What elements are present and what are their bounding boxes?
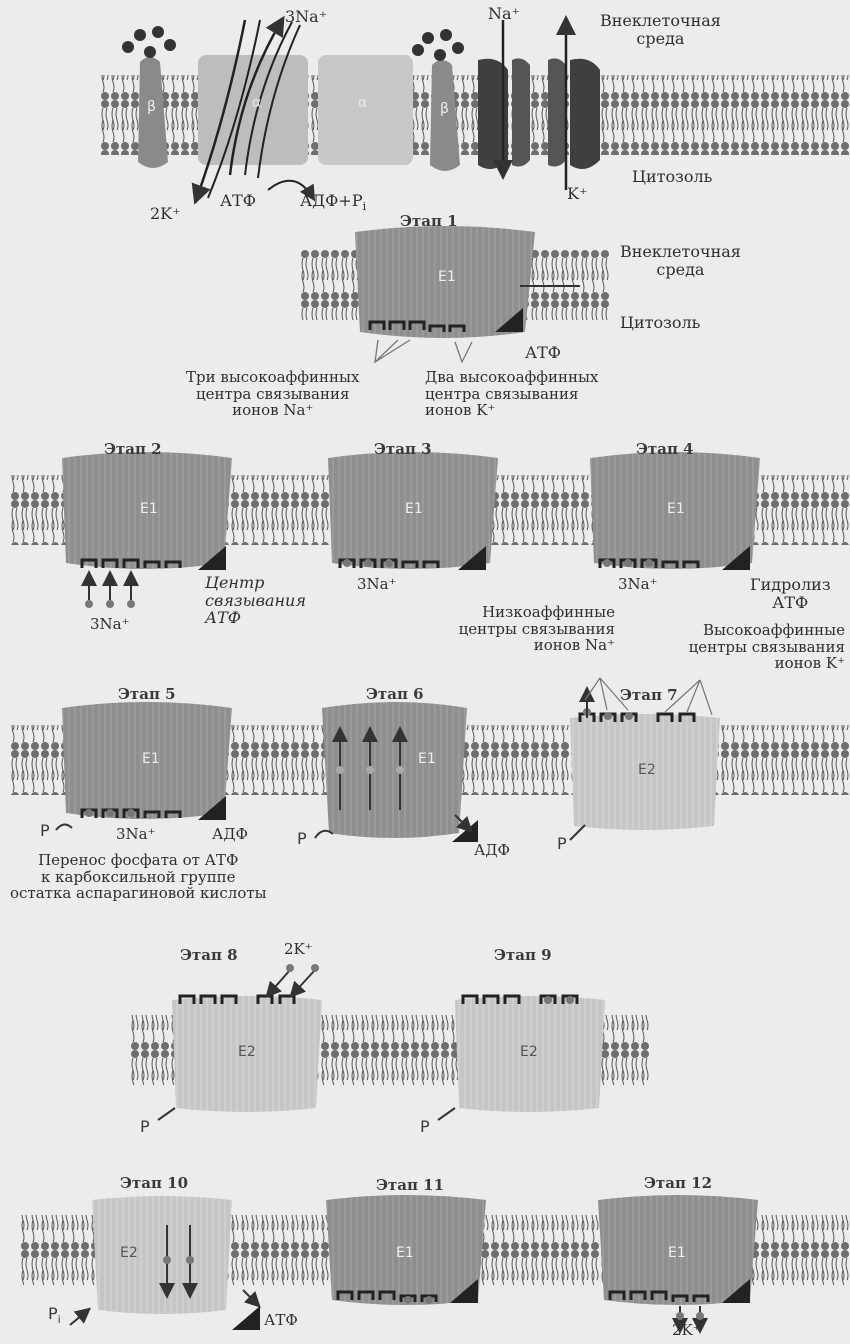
top-na-label: Na⁺	[488, 5, 520, 23]
stage3-title: Этап 3	[374, 441, 432, 458]
stage12-domain: E1	[668, 1246, 686, 1261]
alpha-subunits	[198, 55, 413, 165]
stage6-adp-label: АДФ	[474, 842, 510, 859]
stage1-extracellular-label: Внеклеточная среда	[620, 243, 741, 278]
stage10-domain: E2	[120, 1246, 138, 1261]
stage5-domain: E1	[142, 752, 160, 767]
stage12-title: Этап 12	[644, 1175, 712, 1192]
stage8-phosphate: P	[140, 1118, 150, 1136]
stage12-ions-label: 2K⁺	[672, 1322, 701, 1339]
stage8-pump	[158, 964, 322, 1120]
alpha-label-1: α	[252, 96, 261, 111]
beta-label-1: β	[147, 100, 156, 115]
beta-label-2: β	[440, 102, 449, 117]
stage6-phosphate: P	[297, 830, 307, 848]
stage5-adp-label: АДФ	[212, 826, 248, 843]
stage3-ions-label: 3Na⁺	[357, 576, 397, 593]
top-adp-label: АДФ+Pi	[300, 192, 366, 213]
stage1-domain: E1	[438, 270, 456, 285]
stage10-pi-label: Pi	[48, 1305, 61, 1326]
stage4-ions-label: 3Na⁺	[618, 576, 658, 593]
stage10-atp-label: АТФ	[264, 1312, 298, 1329]
top-cytosol-label: Цитозоль	[632, 168, 712, 186]
stage7-phosphate: P	[557, 835, 567, 853]
stage4-domain: E1	[667, 502, 685, 517]
stage10-title: Этап 10	[120, 1175, 188, 1192]
stage5-title: Этап 5	[118, 686, 176, 703]
stage8-title: Этап 8	[180, 947, 238, 964]
top-atp-label: АТФ	[220, 192, 256, 210]
stage1-title: Этап 1	[400, 213, 458, 230]
stage9-title: Этап 9	[494, 947, 552, 964]
stage1-atp-label: АТФ	[525, 344, 561, 362]
stage2-ions-label: 3Na⁺	[90, 616, 130, 633]
stage5-ions-label: 3Na⁺	[116, 826, 156, 843]
top-k2-label: 2K⁺	[150, 205, 181, 223]
phosphate-transfer-label: Перенос фосфата от АТФ к карбоксильной г…	[10, 852, 267, 902]
stage7-domain: E2	[638, 763, 656, 778]
atp-site-label: Центр связывания АТФ	[205, 574, 306, 627]
stage4-title: Этап 4	[636, 441, 694, 458]
top-extracellular-label: Внеклеточная среда	[600, 12, 721, 47]
stage3-domain: E1	[405, 502, 423, 517]
stage11-domain: E1	[396, 1246, 414, 1261]
stage5-phosphate: P	[40, 822, 50, 840]
stage1-cytosol-label: Цитозоль	[620, 314, 700, 332]
stage7-title: Этап 7	[620, 687, 678, 704]
stage8-ions-label: 2K⁺	[284, 941, 313, 958]
k-sites-label: Два высокоаффинных центра связывания ион…	[425, 369, 598, 419]
stage8-domain: E2	[238, 1045, 256, 1060]
na-sites-label: Три высокоаффинных центра связывания ион…	[186, 369, 359, 419]
alpha-label-2: α	[358, 96, 367, 111]
stage2-title: Этап 2	[104, 441, 162, 458]
stage6-domain: E1	[418, 752, 436, 767]
stage9-phosphate: P	[420, 1118, 430, 1136]
stage12-pump	[598, 1195, 758, 1330]
hydrolysis-label: Гидролиз АТФ	[750, 576, 831, 611]
top-na3-label: 3Na⁺	[285, 8, 327, 26]
stage9-domain: E2	[520, 1045, 538, 1060]
high-affinity-k-label: Высокоаффинные центры связывания ионов K…	[615, 622, 845, 672]
stage11-title: Этап 11	[376, 1177, 444, 1194]
stage6-pump	[315, 702, 478, 842]
low-affinity-na-label: Низкоаффинные центры связывания ионов Na…	[415, 604, 615, 654]
stage6-title: Этап 6	[366, 686, 424, 703]
stage2-domain: E1	[140, 502, 158, 517]
top-k-label: K⁺	[567, 185, 587, 203]
